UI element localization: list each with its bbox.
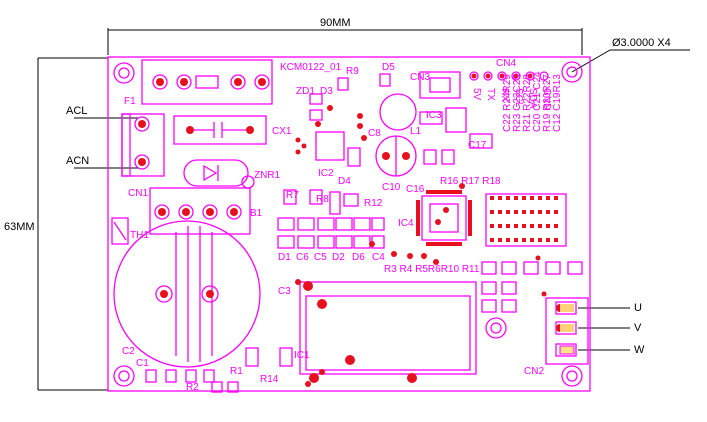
module-c3	[299, 281, 477, 375]
des-znr1: ZNR1	[254, 170, 281, 181]
cn4-pin-gnd: GND	[541, 88, 552, 110]
red-pads	[138, 73, 564, 387]
des-d5: D5	[382, 62, 395, 73]
cn2-pad-u	[560, 304, 574, 312]
des-c17: C17	[468, 140, 487, 151]
label-w: W	[634, 344, 645, 356]
cn4-pin-sda: SDA	[527, 88, 538, 109]
des-ic2: IC2	[318, 168, 334, 179]
width-dimension: 90MM	[320, 17, 351, 29]
des-c1: C1	[136, 358, 149, 369]
connector-cn4	[469, 71, 549, 81]
board-label: KCM0122_01	[280, 62, 342, 73]
bridge-b1	[149, 187, 251, 235]
cn4-pin-5v: 5V	[471, 88, 482, 101]
smd-grid-right	[481, 193, 583, 313]
red-smd-grid	[490, 196, 558, 242]
des-row-4: R19 R20R27	[542, 74, 553, 132]
label-acl: ACL	[66, 105, 87, 117]
des-cn1: CN1	[128, 188, 148, 199]
des-c4: C4	[372, 252, 385, 263]
des-row-5: C12 C19R13	[552, 74, 563, 132]
cn4-pin-scl: SCL	[513, 88, 524, 108]
thermistor-th1	[111, 217, 129, 245]
des-r7: R7	[286, 190, 299, 201]
des-th1: TH1	[130, 230, 149, 241]
des-c2: C2	[122, 346, 135, 357]
cn4-pin-labels: 5V TX RX SCL SDA GND	[471, 88, 552, 110]
dimension-lines	[37, 28, 690, 391]
capacitor-c2	[113, 220, 261, 368]
des-c5: C5	[314, 252, 327, 263]
des-d6: D6	[352, 252, 365, 263]
connector-cn2	[545, 297, 589, 365]
mounting-holes	[113, 61, 583, 387]
des-d1: D1	[278, 252, 291, 263]
des-d3: D3	[320, 86, 333, 97]
des-row-0: C22 R24R29	[502, 74, 513, 132]
des-c8: C8	[368, 128, 381, 139]
des-ic3: IC3	[426, 110, 442, 121]
label-v: V	[634, 322, 642, 334]
height-dimension: 63MM	[4, 221, 35, 233]
des-l1: L1	[410, 126, 422, 137]
ic4-pads	[416, 190, 472, 246]
des-cx1: CX1	[272, 126, 292, 137]
des-b1: B1	[250, 208, 263, 219]
des-d4: D4	[338, 176, 351, 187]
designators: KCM0122_01 F1 CX1 CN1 ZNR1 TH1 B1 C2 C1 …	[122, 58, 563, 393]
des-ic4: IC4	[398, 218, 414, 229]
des-zd1: ZD1	[296, 86, 315, 97]
des-r8: R8	[316, 194, 329, 205]
des-cn4: CN4	[496, 58, 516, 69]
des-r9: R9	[346, 66, 359, 77]
des-r12: R12	[364, 198, 383, 209]
ic4	[421, 195, 467, 241]
des-row-1: R23 C23C25	[512, 74, 523, 132]
des-r3-r11: R3 R4 R5R6R10 R11	[384, 264, 480, 275]
label-u: U	[634, 302, 642, 314]
cn2-pad-w	[559, 345, 575, 355]
des-c16: C16	[406, 184, 425, 195]
cn4-pin-tx: TX	[485, 88, 496, 101]
des-r16: R16 R17 R18	[440, 176, 501, 187]
des-row-3: C20 C21 C24	[532, 71, 543, 132]
des-cn3: CN3	[410, 72, 430, 83]
board-outline	[107, 56, 591, 392]
fuse-f1	[141, 59, 273, 105]
varistor-znr1	[183, 159, 249, 187]
small-parts-left	[145, 347, 293, 393]
des-ic1: IC1	[294, 350, 310, 361]
cn4-pin-rx: RX	[499, 88, 510, 102]
connector-cn1	[121, 113, 165, 177]
des-cn2: CN2	[524, 366, 544, 377]
des-f1: F1	[124, 96, 136, 107]
des-c10: C10	[382, 182, 401, 193]
hole-spec: Ø3.0000 X4	[612, 37, 671, 49]
upper-components	[309, 71, 493, 177]
smd-row	[277, 189, 385, 249]
des-c3: C3	[278, 286, 291, 297]
label-acn: ACN	[66, 155, 89, 167]
cn2-pad-v	[560, 324, 574, 332]
des-d2: D2	[332, 252, 345, 263]
des-c6: C6	[296, 252, 309, 263]
des-r2: R2	[186, 382, 199, 393]
des-row-2: R21 R22R28	[522, 74, 533, 132]
des-r1: R1	[230, 366, 243, 377]
des-r14: R14	[260, 374, 279, 385]
